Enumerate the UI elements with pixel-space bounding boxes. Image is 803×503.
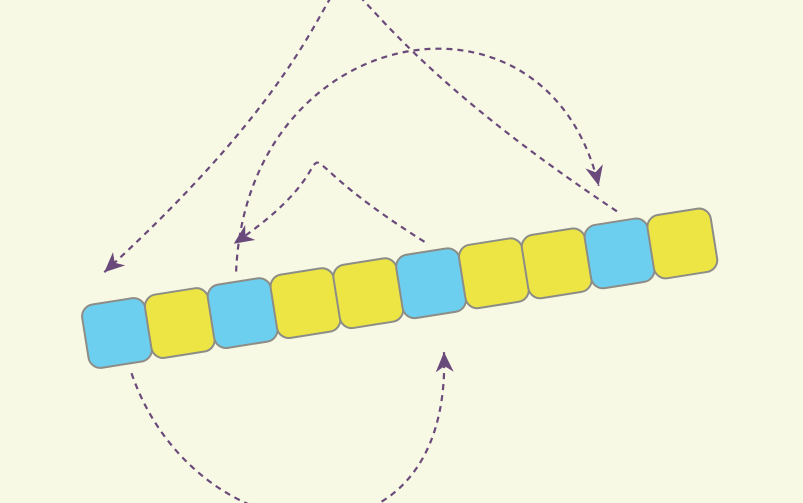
arrowhead-5-to-2 — [233, 225, 256, 244]
arrow-8-to-0 — [103, 0, 618, 274]
cell-1 — [143, 287, 216, 359]
highlighted-cell-5 — [395, 247, 467, 320]
cells-layer — [81, 207, 719, 369]
arrow-0-to-5 — [130, 352, 446, 503]
cell-9 — [646, 207, 719, 280]
highlighted-cell-2 — [206, 277, 279, 349]
arrowhead-2-to-8 — [585, 164, 603, 186]
arrowhead-0-to-5 — [435, 352, 454, 373]
cell-7 — [520, 227, 593, 300]
arrows-layer — [103, 0, 618, 503]
arrow-2-to-8 — [235, 47, 600, 272]
arrow-5-to-2 — [233, 161, 426, 245]
arrowhead-8-to-0 — [104, 252, 126, 273]
cell-4 — [332, 257, 405, 330]
cell-3 — [269, 267, 342, 340]
highlighted-cell-8 — [583, 217, 656, 290]
highlighted-cell-0 — [81, 297, 153, 369]
cell-6 — [458, 237, 530, 310]
